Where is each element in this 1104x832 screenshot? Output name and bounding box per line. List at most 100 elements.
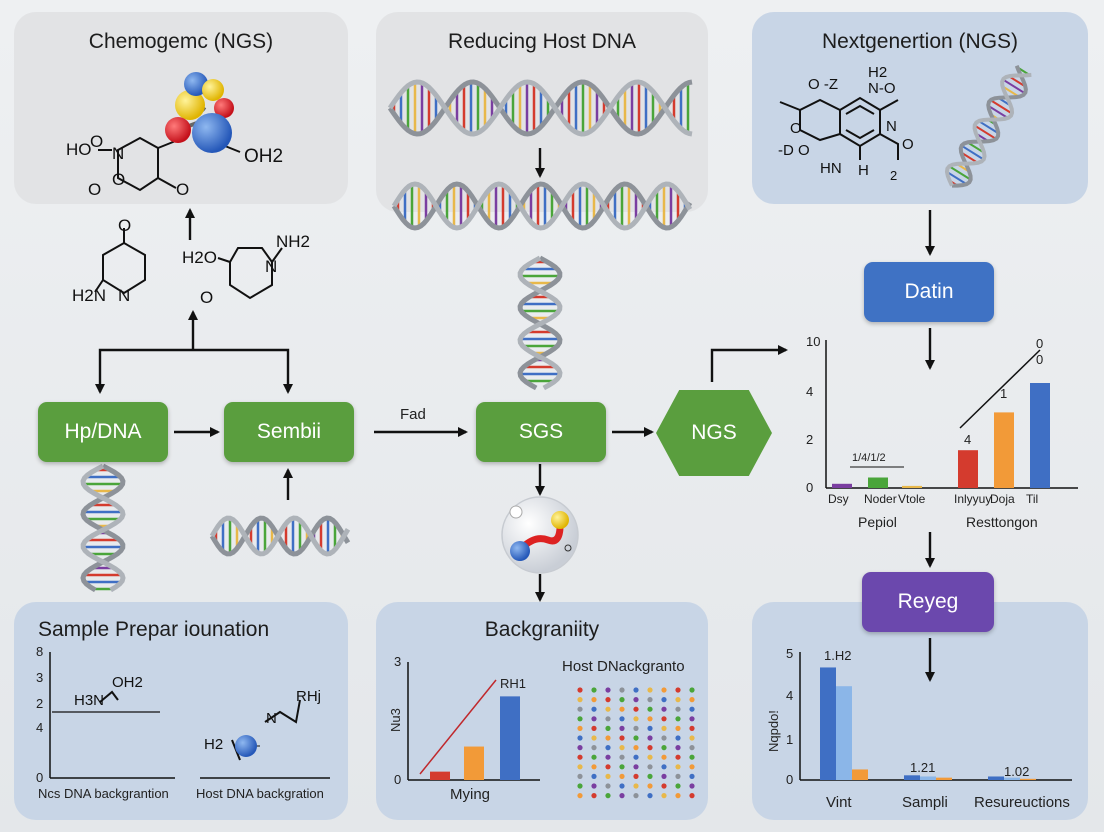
bc-y-tick-label: 3 <box>394 654 402 669</box>
dot-matrix-cell <box>689 783 695 789</box>
chem-label: NH2 <box>276 232 311 251</box>
dot-matrix-cell <box>591 783 597 789</box>
bl-x-label: Host DNA backgration <box>196 786 324 801</box>
dot-matrix-cell <box>647 716 653 722</box>
chem-label: -D <box>778 142 794 159</box>
bc-bar-0 <box>430 771 450 780</box>
tr-annotation: 1/4/1/2 <box>852 452 886 464</box>
dot-matrix-cell <box>633 697 639 703</box>
top-left-molecule <box>98 136 241 192</box>
tr-trend-line <box>959 349 1041 429</box>
br-bar-1-1 <box>920 776 936 780</box>
dot-matrix-cell <box>577 735 583 741</box>
chem-label: H3N <box>74 692 105 709</box>
dot-matrix-cell <box>619 725 625 732</box>
dot-matrix-cell <box>591 773 597 780</box>
chem-label: O <box>176 180 190 199</box>
dna-helix-hp <box>80 463 126 593</box>
sembii-node[interactable]: Sembii <box>224 402 354 462</box>
bl-y-tick-label: 3 <box>36 670 44 685</box>
arrow-branch-sembii <box>193 348 293 394</box>
sgs-node[interactable]: SGS <box>476 402 606 462</box>
dot-matrix-cell <box>647 754 653 760</box>
tr-annotation: 0 <box>1036 352 1044 367</box>
tr-bar-2 <box>902 485 922 488</box>
dot-matrix-cell <box>647 745 653 751</box>
dot-matrix-cell <box>675 764 681 770</box>
chem-label: O <box>200 288 214 307</box>
dot-matrix-cell <box>647 764 653 770</box>
dot-matrix-cell <box>591 697 597 703</box>
top-left-panel-title: Chemogemc (NGS) <box>88 30 274 53</box>
dot-matrix-cell <box>633 754 639 760</box>
dot-matrix-cell <box>577 754 583 760</box>
dot-matrix-cell <box>605 725 611 732</box>
dna-helix-middle <box>391 181 693 231</box>
edge-label-fad: Fad <box>400 406 426 423</box>
br-x-tick-label: Vint <box>826 794 852 811</box>
hp-dna-node[interactable]: Hp/DNA <box>38 402 168 462</box>
tr-annotation: 4 <box>964 432 972 447</box>
reyeg-node[interactable]: Reyeg <box>862 572 994 632</box>
chem-label: O <box>798 142 810 159</box>
dot-matrix-cell <box>675 716 681 722</box>
tr-x-tick-label: Inlyyuy <box>954 492 992 506</box>
br-annotation: 1.H2 <box>824 648 852 663</box>
br-annotation: 1.02 <box>1004 764 1030 779</box>
dot-matrix-cell <box>619 783 625 789</box>
bc-line-label: RH1 <box>500 676 527 691</box>
bl-y-tick-label: 4 <box>36 720 44 735</box>
chem-label: N <box>886 118 897 135</box>
dot-matrix-cell <box>591 793 597 799</box>
tr-x-tick-label: Noder <box>864 492 897 506</box>
ngs-node[interactable]: NGS <box>656 390 772 476</box>
chem-label: N <box>112 144 125 163</box>
dot-matrix-cell <box>689 725 695 732</box>
dot-matrix-cell <box>689 754 695 760</box>
top-right-molecule <box>779 96 899 160</box>
bl-y-tick-label: 0 <box>36 770 44 785</box>
dot-matrix-cell <box>661 725 667 732</box>
bc-bar-1 <box>464 746 484 780</box>
datin-node[interactable]: Datin <box>864 262 994 322</box>
ring-molecule <box>217 247 283 300</box>
dot-matrix-cell <box>577 687 583 693</box>
dot-matrix-cell <box>605 783 611 789</box>
dot-matrix-cell <box>689 687 695 693</box>
dot-matrix-cell <box>661 754 667 760</box>
bottom-right-panel <box>752 602 1088 820</box>
dot-matrix-cell <box>647 687 653 693</box>
tr-group-label: Pepiol <box>858 514 897 530</box>
dot-matrix-cell <box>605 793 611 799</box>
br-bar-2-0 <box>852 769 868 780</box>
chem-label: O <box>112 170 126 189</box>
br-y-axis-label: Nqpdo! <box>766 710 781 752</box>
dot-matrix-cell <box>605 754 611 760</box>
dot-matrix-cell <box>577 793 583 799</box>
br-y-tick-label: 4 <box>786 688 794 703</box>
dot-matrix-cell <box>689 773 695 780</box>
dot-matrix-cell <box>577 725 583 732</box>
dot-matrix-cell <box>675 793 681 799</box>
dot-matrix-cell <box>577 773 583 780</box>
dot-matrix-cell <box>633 783 639 789</box>
dot-matrix-cell <box>675 706 681 712</box>
dot-matrix-cell <box>619 773 625 780</box>
dot-matrix-cell <box>675 725 681 732</box>
tr-bar-0 <box>832 483 852 488</box>
chem-label: HN <box>820 160 842 177</box>
dot-matrix-cell <box>661 697 667 703</box>
dot-matrix-cell <box>661 783 667 789</box>
top-right-panel-title: Nextgenertion (NGS) <box>821 30 1019 53</box>
br-bar-2-2 <box>1020 778 1036 780</box>
dot-matrix-cell <box>591 687 597 693</box>
dna-helix-sgs <box>517 255 563 391</box>
tr-x-tick-label: Til <box>1026 492 1039 506</box>
bl-y-tick-label: 2 <box>36 696 44 711</box>
dot-matrix-cell <box>661 773 667 780</box>
dot-matrix-cell <box>577 764 583 770</box>
bc-trend-line <box>419 679 497 775</box>
chem-label: H2O <box>182 248 217 267</box>
tr-bar-1 <box>868 477 888 488</box>
dot-matrix-cell <box>661 735 667 741</box>
